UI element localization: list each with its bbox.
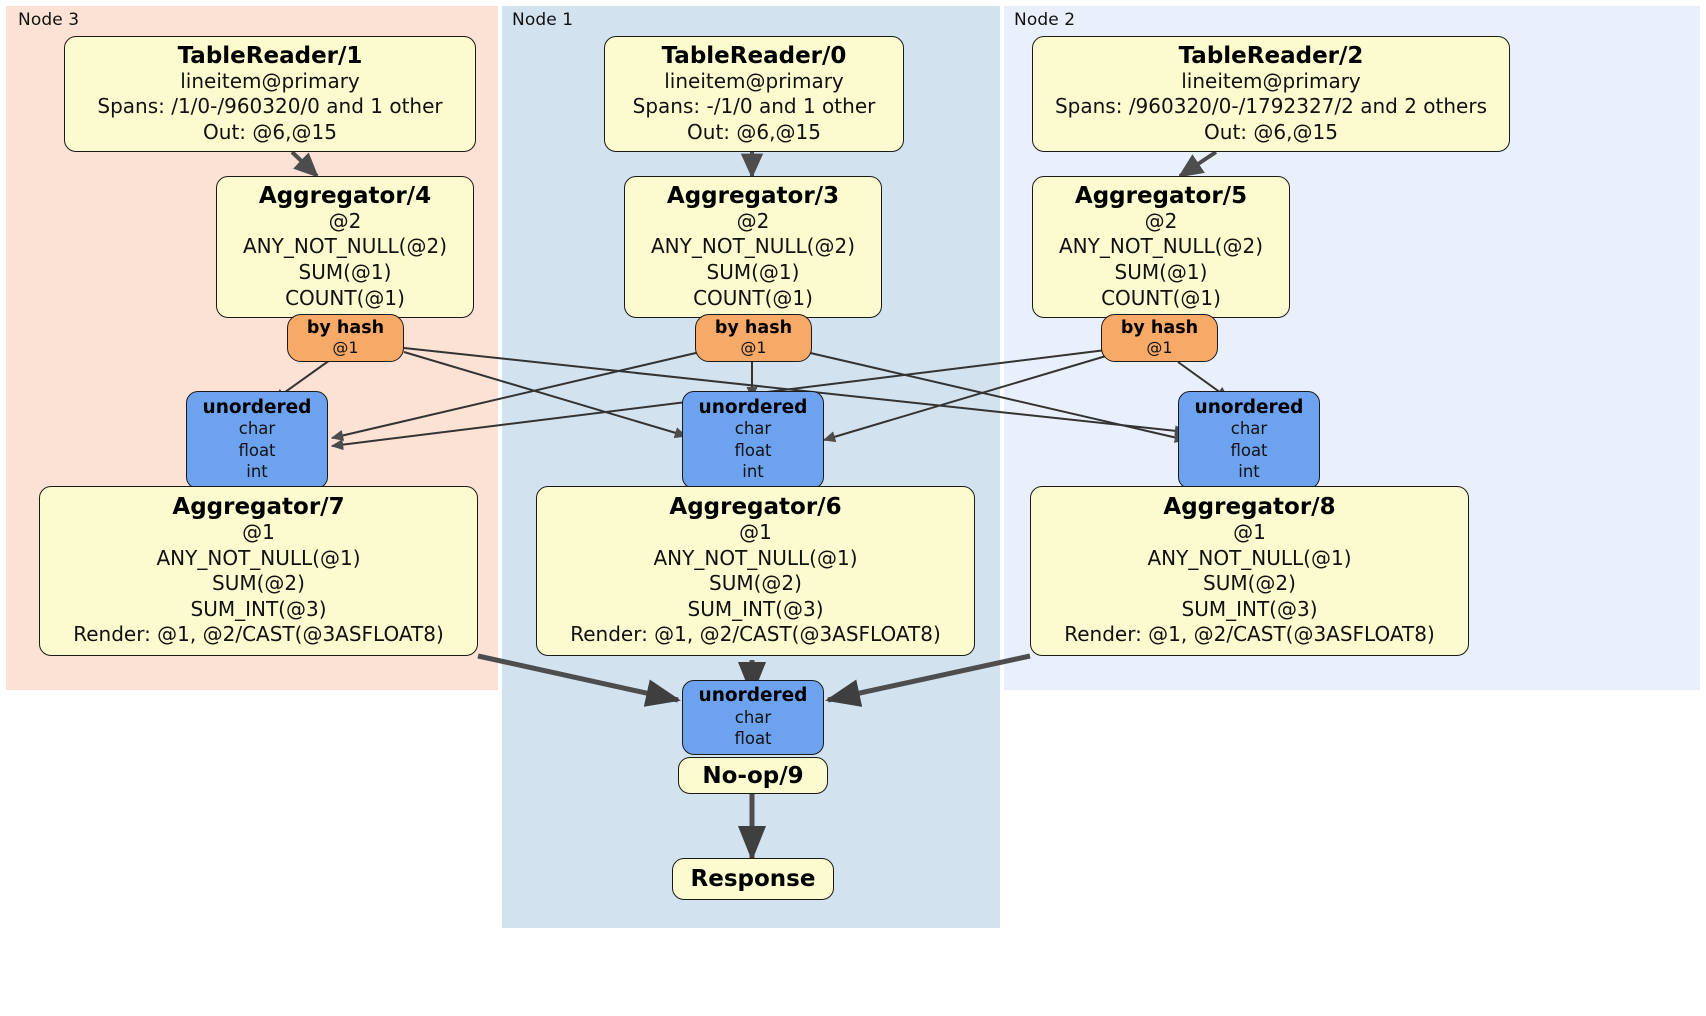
processor-line: COUNT(@1) bbox=[693, 285, 813, 310]
processor-line: SUM(@2) bbox=[709, 571, 802, 596]
processor-line: lineitem@primary bbox=[1181, 68, 1361, 93]
router-title: by hash bbox=[714, 317, 793, 338]
processor-line: COUNT(@1) bbox=[1101, 285, 1221, 310]
processor-response[interactable]: Response bbox=[672, 858, 834, 900]
router-title: by hash bbox=[306, 317, 385, 338]
processor-line: Spans: -/1/0 and 1 other bbox=[632, 94, 876, 119]
processor-line: Spans: /1/0-/960320/0 and 1 other bbox=[97, 94, 443, 119]
processor-render-line: Render: @1, @2/CAST(@3ASFLOAT8) bbox=[1064, 622, 1435, 647]
processor-line: SUM(@2) bbox=[1203, 571, 1296, 596]
processor-no-op-9[interactable]: No-op/9 bbox=[678, 757, 828, 794]
processor-tablereader-1[interactable]: TableReader/1 lineitem@primary Spans: /1… bbox=[64, 36, 476, 152]
synchronizer-title: unordered bbox=[698, 397, 808, 419]
processor-title: Aggregator/3 bbox=[666, 182, 840, 209]
router-by-hash-right[interactable]: by hash @1 bbox=[1101, 314, 1218, 362]
processor-line: SUM(@1) bbox=[1114, 259, 1208, 284]
synchronizer-type: float bbox=[238, 440, 276, 460]
router-line: @1 bbox=[740, 338, 767, 358]
synchronizer-unordered-center[interactable]: unordered char float int bbox=[682, 391, 824, 489]
processor-line: Out: @6,@15 bbox=[1204, 119, 1338, 144]
synchronizer-type: char bbox=[734, 419, 772, 439]
processor-line: SUM(@1) bbox=[706, 259, 800, 284]
processor-aggregator-6[interactable]: Aggregator/6 @1 ANY_NOT_NULL(@1) SUM(@2)… bbox=[536, 486, 975, 656]
processor-line: @1 bbox=[739, 520, 772, 544]
processor-line: SUM(@2) bbox=[212, 571, 305, 596]
processor-title: TableReader/0 bbox=[661, 42, 847, 69]
processor-title: Aggregator/7 bbox=[172, 494, 345, 521]
processor-line: @2 bbox=[1144, 208, 1178, 233]
processor-line: @2 bbox=[736, 208, 770, 233]
processor-line: ANY_NOT_NULL(@2) bbox=[1059, 234, 1263, 259]
processor-line: SUM_INT(@3) bbox=[687, 596, 824, 621]
synchronizer-unordered-left[interactable]: unordered char float int bbox=[186, 391, 328, 489]
processor-line: SUM_INT(@3) bbox=[1181, 596, 1318, 621]
synchronizer-type: float bbox=[1230, 440, 1268, 460]
processor-title: Response bbox=[690, 866, 816, 892]
processor-title: TableReader/2 bbox=[1178, 42, 1364, 69]
processor-tablereader-2[interactable]: TableReader/2 lineitem@primary Spans: /9… bbox=[1032, 36, 1510, 152]
router-by-hash-center[interactable]: by hash @1 bbox=[695, 314, 812, 362]
synchronizer-type: float bbox=[734, 440, 772, 460]
processor-line: lineitem@primary bbox=[664, 68, 844, 93]
synchronizer-type: char bbox=[734, 707, 772, 727]
processor-aggregator-8[interactable]: Aggregator/8 @1 ANY_NOT_NULL(@1) SUM(@2)… bbox=[1030, 486, 1469, 656]
processor-title: No-op/9 bbox=[702, 762, 804, 789]
synchronizer-title: unordered bbox=[698, 685, 808, 707]
router-by-hash-left[interactable]: by hash @1 bbox=[287, 314, 404, 362]
processor-line: lineitem@primary bbox=[180, 68, 360, 93]
region-label-node-2: Node 2 bbox=[1014, 10, 1076, 30]
processor-tablereader-0[interactable]: TableReader/0 lineitem@primary Spans: -/… bbox=[604, 36, 904, 152]
processor-title: TableReader/1 bbox=[177, 42, 363, 69]
synchronizer-title: unordered bbox=[202, 397, 312, 419]
processor-title: Aggregator/6 bbox=[669, 494, 842, 521]
region-label-node-1: Node 1 bbox=[512, 10, 574, 30]
processor-line: Out: @6,@15 bbox=[687, 119, 821, 144]
processor-line: Out: @6,@15 bbox=[203, 119, 337, 144]
processor-render-line: Render: @1, @2/CAST(@3ASFLOAT8) bbox=[73, 622, 444, 647]
processor-aggregator-3[interactable]: Aggregator/3 @2 ANY_NOT_NULL(@2) SUM(@1)… bbox=[624, 176, 882, 318]
processor-title: Aggregator/8 bbox=[1163, 494, 1336, 521]
synchronizer-unordered-final[interactable]: unordered char float bbox=[682, 680, 824, 755]
processor-line: SUM_INT(@3) bbox=[190, 596, 327, 621]
synchronizer-type: float bbox=[734, 729, 772, 749]
processor-line: Spans: /960320/0-/1792327/2 and 2 others bbox=[1054, 94, 1487, 119]
synchronizer-type: char bbox=[238, 419, 276, 439]
processor-aggregator-4[interactable]: Aggregator/4 @2 ANY_NOT_NULL(@2) SUM(@1)… bbox=[216, 176, 474, 318]
synchronizer-unordered-right[interactable]: unordered char float int bbox=[1178, 391, 1320, 489]
router-line: @1 bbox=[332, 338, 359, 358]
processor-aggregator-7[interactable]: Aggregator/7 @1 ANY_NOT_NULL(@1) SUM(@2)… bbox=[39, 486, 478, 656]
processor-line: ANY_NOT_NULL(@2) bbox=[651, 234, 855, 259]
processor-line: @1 bbox=[1233, 520, 1266, 544]
router-line: @1 bbox=[1146, 338, 1173, 358]
processor-line: ANY_NOT_NULL(@1) bbox=[653, 545, 858, 570]
router-title: by hash bbox=[1120, 317, 1199, 338]
processor-render-line: Render: @1, @2/CAST(@3ASFLOAT8) bbox=[570, 622, 941, 647]
processor-title: Aggregator/4 bbox=[258, 182, 432, 209]
synchronizer-type: int bbox=[246, 462, 268, 482]
processor-line: ANY_NOT_NULL(@1) bbox=[156, 545, 361, 570]
processor-line: SUM(@1) bbox=[298, 259, 392, 284]
synchronizer-type: char bbox=[1230, 419, 1268, 439]
processor-line: ANY_NOT_NULL(@2) bbox=[243, 234, 447, 259]
processor-line: COUNT(@1) bbox=[285, 285, 405, 310]
processor-line: ANY_NOT_NULL(@1) bbox=[1147, 545, 1352, 570]
processor-aggregator-5[interactable]: Aggregator/5 @2 ANY_NOT_NULL(@2) SUM(@1)… bbox=[1032, 176, 1290, 318]
processor-line: @2 bbox=[328, 208, 362, 233]
processor-title: Aggregator/5 bbox=[1074, 182, 1248, 209]
synchronizer-title: unordered bbox=[1194, 397, 1304, 419]
synchronizer-type: int bbox=[1238, 462, 1260, 482]
processor-line: @1 bbox=[242, 520, 275, 544]
region-label-node-3: Node 3 bbox=[18, 10, 80, 30]
synchronizer-type: int bbox=[742, 462, 764, 482]
